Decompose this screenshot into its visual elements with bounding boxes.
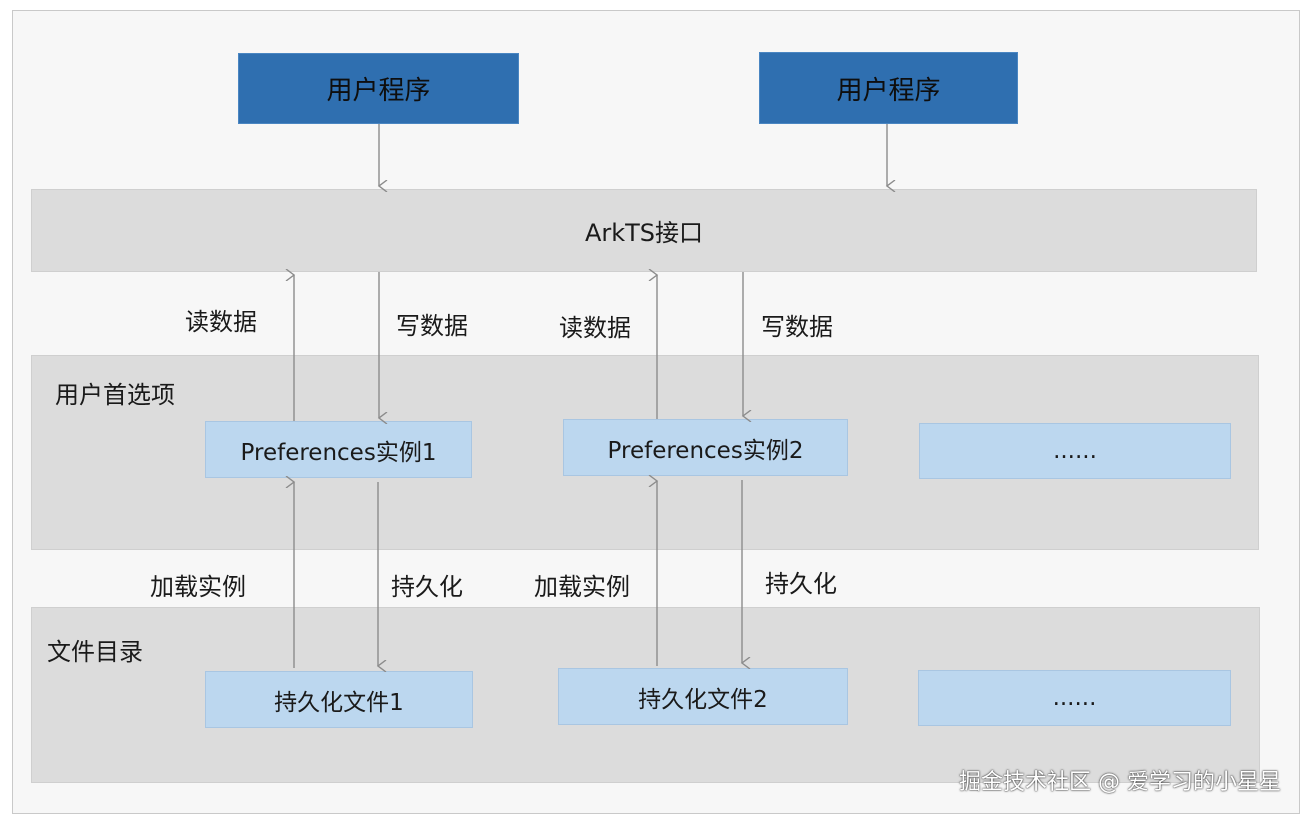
preferences-section-title: 用户首选项 <box>55 381 175 409</box>
edge-label-write-2: 写数据 <box>761 313 833 341</box>
preferences-instance-1: Preferences实例1 <box>205 421 472 478</box>
edge-label-persist-1: 持久化 <box>391 573 463 601</box>
persisted-file-2: 持久化文件2 <box>558 668 848 725</box>
edge-label-load-1: 加载实例 <box>150 573 246 601</box>
persisted-file-2-label: 持久化文件2 <box>638 686 768 713</box>
edge-label-persist-2: 持久化 <box>765 570 837 598</box>
edge-label-load-2: 加载实例 <box>534 573 630 601</box>
arkts-api-layer: ArkTS接口 <box>31 189 1257 272</box>
persisted-file-1-label: 持久化文件1 <box>274 689 404 716</box>
persisted-file-more-label: ...... <box>1052 685 1097 711</box>
files-section-title: 文件目录 <box>47 638 143 666</box>
user-program-label-1: 用户程序 <box>326 76 431 106</box>
edge-label-write-1: 写数据 <box>396 312 468 340</box>
preferences-instance-2: Preferences实例2 <box>563 419 848 476</box>
user-program-box-1: 用户程序 <box>238 53 519 124</box>
preferences-instance-more-label: ...... <box>1053 438 1097 464</box>
persisted-file-1: 持久化文件1 <box>205 671 473 728</box>
edge-label-read-1: 读数据 <box>185 308 257 336</box>
preferences-instance-2-label: Preferences实例2 <box>607 437 804 464</box>
persisted-file-more: ...... <box>918 670 1231 726</box>
preferences-instance-1-label: Preferences实例1 <box>240 439 437 466</box>
user-program-label-2: 用户程序 <box>836 75 941 106</box>
user-program-box-2: 用户程序 <box>759 52 1018 124</box>
watermark-text: 掘金技术社区 @ 爱学习的小星星 <box>959 770 1281 795</box>
arkts-api-label: ArkTS接口 <box>584 219 704 247</box>
preferences-instance-more: ...... <box>919 423 1231 479</box>
edge-label-read-2: 读数据 <box>559 314 631 342</box>
